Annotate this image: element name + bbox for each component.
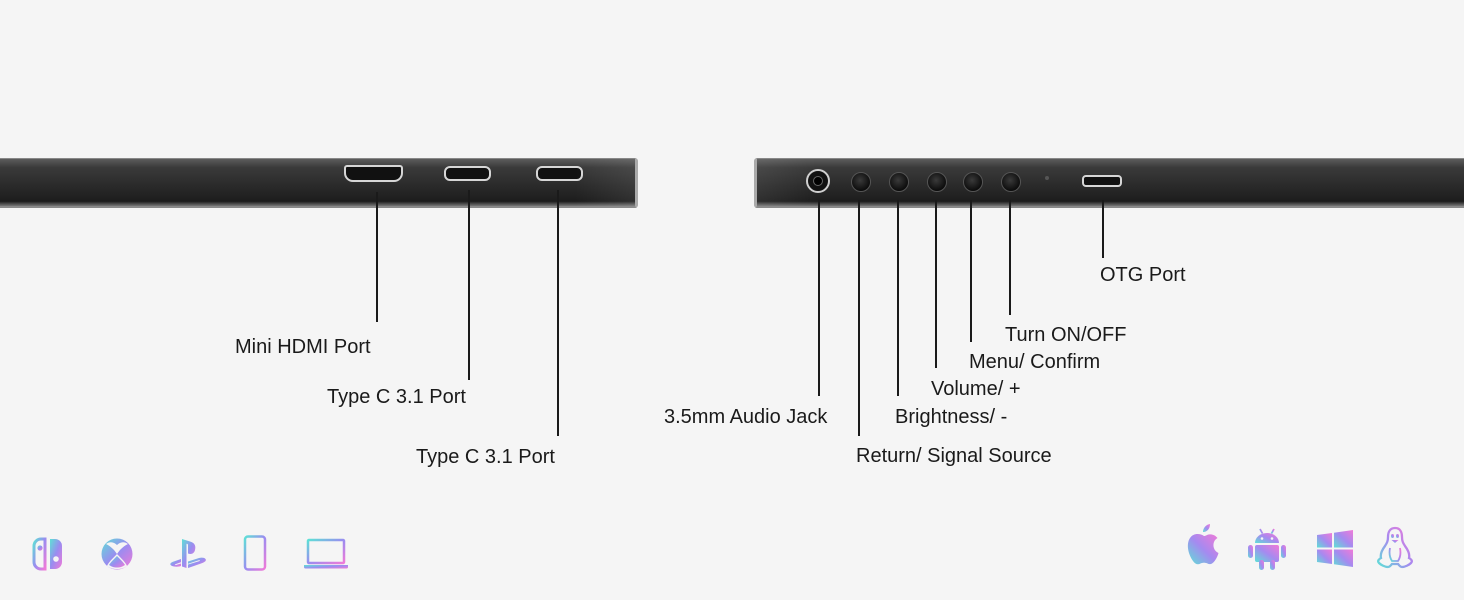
- audio-jack: [806, 169, 830, 193]
- type-c-port-2: [536, 166, 583, 181]
- playstation-icon: [170, 539, 206, 568]
- android-icon: [1248, 528, 1286, 570]
- apple-icon: [1187, 524, 1219, 565]
- menu-callout-line: [970, 200, 972, 342]
- laptop-icon: [304, 538, 348, 569]
- power-label: Turn ON/OFF: [1005, 324, 1127, 346]
- monitor-left-edge: [0, 158, 638, 208]
- mini-hdmi-callout-line: [376, 192, 378, 322]
- power-callout-line: [1009, 200, 1011, 315]
- otg-port: [1082, 175, 1122, 187]
- type-c-1-callout-line: [468, 190, 470, 380]
- phone-icon: [243, 535, 267, 571]
- brightness-button: [889, 172, 909, 192]
- return-button: [851, 172, 871, 192]
- volume-callout-line: [935, 200, 937, 368]
- nintendo-switch-icon: [32, 537, 62, 571]
- windows-icon: [1317, 530, 1353, 567]
- menu-button: [963, 172, 983, 192]
- otg-label: OTG Port: [1100, 264, 1186, 286]
- power-button: [1001, 172, 1021, 192]
- audio-jack-label: 3.5mm Audio Jack: [664, 406, 828, 428]
- menu-label: Menu/ Confirm: [969, 351, 1101, 373]
- type-c-2-callout-line: [557, 190, 559, 436]
- xbox-icon: [101, 538, 133, 570]
- type-c-2-label: Type C 3.1 Port: [416, 446, 555, 468]
- return-callout-line: [858, 200, 860, 436]
- volume-button: [927, 172, 947, 192]
- mini-hdmi-label: Mini HDMI Port: [235, 336, 371, 358]
- otg-callout-line: [1102, 200, 1104, 258]
- type-c-port-1: [444, 166, 491, 181]
- return-label: Return/ Signal Source: [856, 445, 1052, 467]
- volume-label: Volume/ +: [931, 378, 1021, 400]
- audio-jack-callout-line: [818, 200, 820, 396]
- brightness-callout-line: [897, 200, 899, 396]
- type-c-1-label: Type C 3.1 Port: [327, 386, 466, 408]
- power-led: [1045, 176, 1049, 180]
- brightness-label: Brightness/ -: [895, 406, 1008, 428]
- monitor-right-edge: [754, 158, 1464, 208]
- mini-hdmi-port: [344, 165, 403, 182]
- linux-icon: [1377, 526, 1413, 569]
